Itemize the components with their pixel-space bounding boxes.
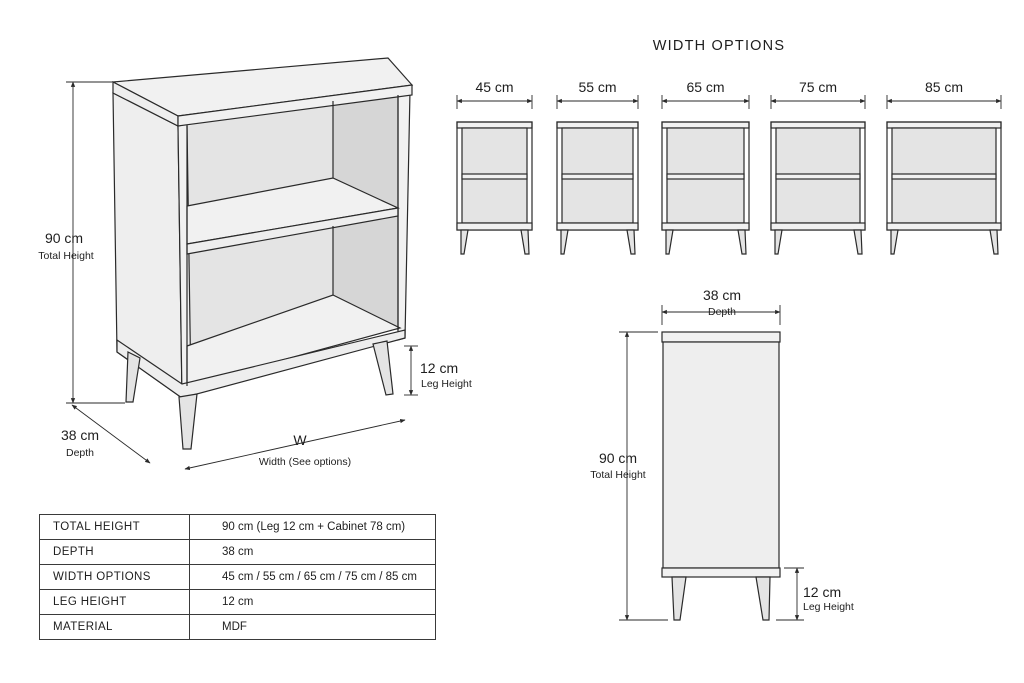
- main-height-caption: Total Height: [38, 250, 94, 262]
- spec-value: 90 cm (Leg 12 cm + Cabinet 78 cm): [189, 514, 436, 540]
- width-option-cabinet: 45 cm: [456, 79, 533, 255]
- spec-label: TOTAL HEIGHT: [39, 514, 190, 540]
- cabinet-shelf: [891, 173, 997, 180]
- spec-value: 45 cm / 55 cm / 65 cm / 75 cm / 85 cm: [189, 564, 436, 590]
- main-height-dimension: [66, 81, 125, 404]
- side-leg-dimension: [776, 567, 804, 621]
- cabinet-base: [886, 222, 1002, 231]
- table-row: MATERIAL MDF: [39, 614, 436, 640]
- cabinet-base: [556, 222, 639, 231]
- width-option-cabinet: 55 cm: [556, 79, 639, 255]
- spec-value: 12 cm: [189, 589, 436, 615]
- main-width-value: W: [293, 432, 307, 448]
- side-height-value: 90 cm: [599, 450, 637, 466]
- width-option-label: 45 cm: [475, 79, 513, 95]
- table-row: WIDTH OPTIONS 45 cm / 55 cm / 65 cm / 75…: [39, 564, 436, 590]
- width-option-label: 85 cm: [925, 79, 963, 95]
- cabinet-leg: [737, 229, 747, 255]
- table-row: TOTAL HEIGHT 90 cm (Leg 12 cm + Cabinet …: [39, 514, 436, 540]
- cabinet-leg: [560, 229, 569, 255]
- cabinet-shelf: [775, 173, 861, 180]
- width-option-label: 65 cm: [686, 79, 724, 95]
- cabinet-base: [661, 222, 750, 231]
- spec-table: TOTAL HEIGHT 90 cm (Leg 12 cm + Cabinet …: [39, 514, 436, 640]
- side-depth-caption: Depth: [708, 306, 736, 318]
- side-view-cabinet: [661, 331, 781, 621]
- side-depth-value: 38 cm: [703, 287, 741, 303]
- cabinet-shelf: [461, 173, 528, 180]
- cabinet-leg: [774, 229, 783, 255]
- table-row: DEPTH 38 cm: [39, 539, 436, 565]
- side-leg-value: 12 cm: [803, 584, 841, 600]
- cabinet-leg: [460, 229, 469, 255]
- spec-label: DEPTH: [39, 539, 190, 565]
- width-option-cabinet: 85 cm: [886, 79, 1002, 255]
- cabinet-base: [770, 222, 866, 231]
- spec-label: WIDTH OPTIONS: [39, 564, 190, 590]
- cabinet-leg: [626, 229, 636, 255]
- cabinet-top: [556, 121, 639, 129]
- main-leg-caption: Leg Height: [421, 378, 472, 390]
- side-height-dimension: [619, 331, 668, 621]
- cabinet-top: [456, 121, 533, 129]
- width-options-row: 45 cm 55 cm 65 cm 75 cm 85 cm: [456, 79, 1002, 255]
- cabinet-shelf: [666, 173, 745, 180]
- spec-value: MDF: [189, 614, 436, 640]
- main-depth-dimension: [71, 404, 151, 464]
- main-depth-value: 38 cm: [61, 427, 99, 443]
- width-options-title: WIDTH OPTIONS: [653, 38, 785, 54]
- spec-value: 38 cm: [189, 539, 436, 565]
- width-option-label: 55 cm: [578, 79, 616, 95]
- main-height-value: 90 cm: [45, 230, 83, 246]
- spec-label: LEG HEIGHT: [39, 589, 190, 615]
- cabinet-top: [770, 121, 866, 129]
- cabinet-shelf: [561, 173, 634, 180]
- main-depth-caption: Depth: [66, 447, 94, 459]
- cabinet-leg: [520, 229, 530, 255]
- width-option-cabinet: 65 cm: [661, 79, 750, 255]
- cabinet-leg: [853, 229, 863, 255]
- main-leg-dimension: [404, 345, 418, 396]
- cabinet-base: [456, 222, 533, 231]
- main-width-dimension: [184, 418, 406, 471]
- cabinet-leg: [989, 229, 999, 255]
- table-row: LEG HEIGHT 12 cm: [39, 589, 436, 615]
- cabinet-leg: [665, 229, 674, 255]
- cabinet-leg: [890, 229, 899, 255]
- main-leg-value: 12 cm: [420, 360, 458, 376]
- side-height-caption: Total Height: [590, 469, 646, 481]
- side-leg-caption: Leg Height: [803, 601, 854, 613]
- width-option-label: 75 cm: [799, 79, 837, 95]
- cabinet-top: [886, 121, 1002, 129]
- bookcase-perspective-view: [110, 57, 414, 450]
- side-depth-dimension: [661, 305, 781, 325]
- width-option-cabinet: 75 cm: [770, 79, 866, 255]
- main-width-caption: Width (See options): [259, 456, 351, 468]
- spec-label: MATERIAL: [39, 614, 190, 640]
- cabinet-top: [661, 121, 750, 129]
